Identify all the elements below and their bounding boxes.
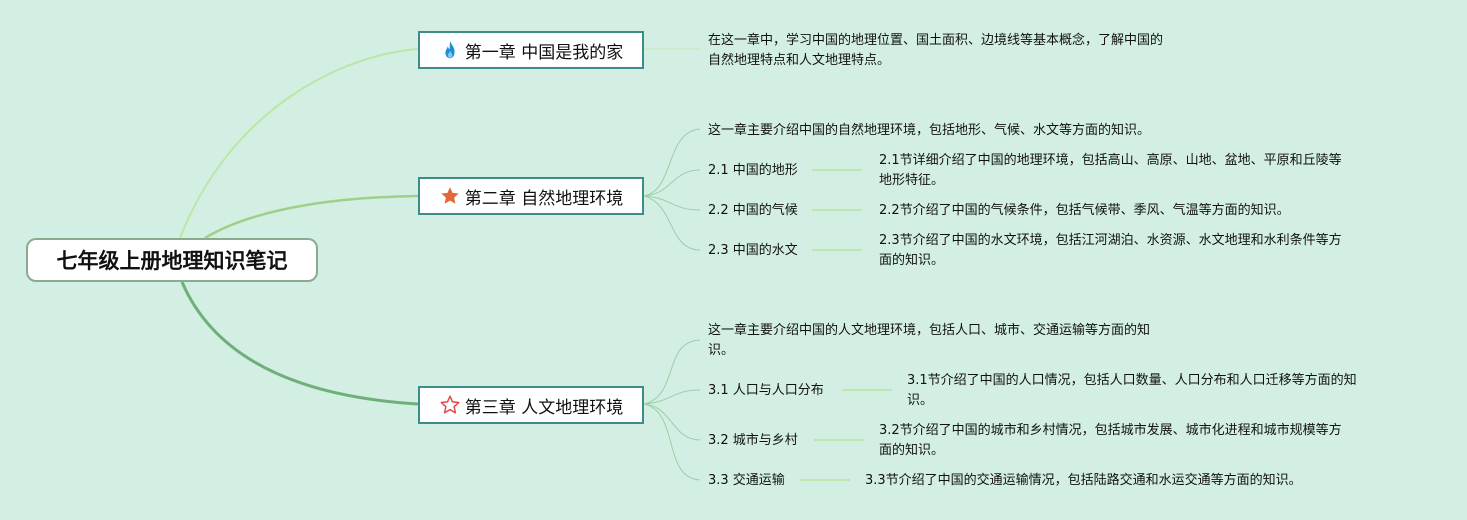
chapter-2-label: 第二章 自然地理环境 xyxy=(464,188,624,209)
chapter-3-node[interactable]: 第三章 人文地理环境 xyxy=(418,386,644,424)
root-title: 七年级上册地理知识笔记 xyxy=(56,249,288,273)
chapter-1-desc-line-1: 在这一章中，学习中国的地理位置、国土面积、边境线等基本概念，了解中国的 xyxy=(708,33,1164,48)
line-ch2-s2 xyxy=(643,195,701,211)
section-3-1-detail-line-2: 识。 xyxy=(907,393,934,408)
chapter-3-intro-line-1: 这一章主要介绍中国的人文地理环境，包括人口、城市、交通运输等方面的知 xyxy=(708,323,1151,338)
section-3-2-label[interactable]: 3.2 城市与乡村 xyxy=(708,433,798,448)
section-2-3-detail-line-2: 面的知识。 xyxy=(879,253,945,268)
section-2-2-label[interactable]: 2.2 中国的气候 xyxy=(708,203,798,218)
section-2-1-detail-line-1: 2.1节详细介绍了中国的地理环境，包括高山、高原、山地、盆地、平原和丘陵等 xyxy=(879,153,1342,168)
chapter-2-intro: 这一章主要介绍中国的自然地理环境，包括地形、气候、水文等方面的知识。 xyxy=(708,123,1151,138)
line-ch3-s2 xyxy=(643,403,701,441)
section-3-3-label[interactable]: 3.3 交通运输 xyxy=(708,473,785,488)
chapter-1-label: 第一章 中国是我的家 xyxy=(464,42,624,63)
section-3-3-detail-line-1: 3.3节介绍了中国的交通运输情况，包括陆路交通和水运交通等方面的知识。 xyxy=(865,473,1302,488)
section-2-1-detail-line-2: 地形特征。 xyxy=(879,173,945,188)
section-2-2-detail-line-1: 2.2节介绍了中国的气候条件，包括气候带、季风、气温等方面的知识。 xyxy=(879,203,1290,218)
line-ch3-intro xyxy=(643,339,701,405)
section-2-1-label[interactable]: 2.1 中国的地形 xyxy=(708,163,798,178)
fire-icon xyxy=(439,39,461,61)
line-ch3-s3 xyxy=(643,403,701,481)
section-3-1-label[interactable]: 3.1 人口与人口分布 xyxy=(708,383,824,398)
chapter-1-node[interactable]: 第一章 中国是我的家 xyxy=(418,31,644,69)
star-filled-icon xyxy=(439,185,461,207)
line-ch2-s1 xyxy=(643,169,701,197)
line-ch2-intro xyxy=(643,128,701,197)
chapter-1-desc-line-2: 自然地理特点和人文地理特点。 xyxy=(708,53,891,68)
section-2-3-label[interactable]: 2.3 中国的水文 xyxy=(708,243,798,258)
chapter-3-intro-line-2: 识。 xyxy=(708,343,735,358)
branch-chapter-3 xyxy=(180,281,419,406)
chapter-2-node[interactable]: 第二章 自然地理环境 xyxy=(418,177,644,215)
chapter-3-label: 第三章 人文地理环境 xyxy=(464,397,624,418)
root-node[interactable]: 七年级上册地理知识笔记 xyxy=(26,238,318,282)
section-3-2-detail-line-1: 3.2节介绍了中国的城市和乡村情况，包括城市发展、城市化进程和城市规模等方 xyxy=(879,423,1342,438)
star-outline-icon xyxy=(439,394,461,416)
section-3-2-detail-line-2: 面的知识。 xyxy=(879,443,945,458)
line-ch2-s3 xyxy=(643,195,701,251)
branch-chapter-2 xyxy=(204,194,419,240)
section-3-1-detail-line-1: 3.1节介绍了中国的人口情况，包括人口数量、人口分布和人口迁移等方面的知 xyxy=(907,373,1357,388)
line-ch3-s1 xyxy=(643,389,701,405)
section-2-3-detail-line-1: 2.3节介绍了中国的水文环境，包括江河湖泊、水资源、水文地理和水利条件等方 xyxy=(879,233,1342,248)
branch-chapter-1 xyxy=(179,48,419,239)
